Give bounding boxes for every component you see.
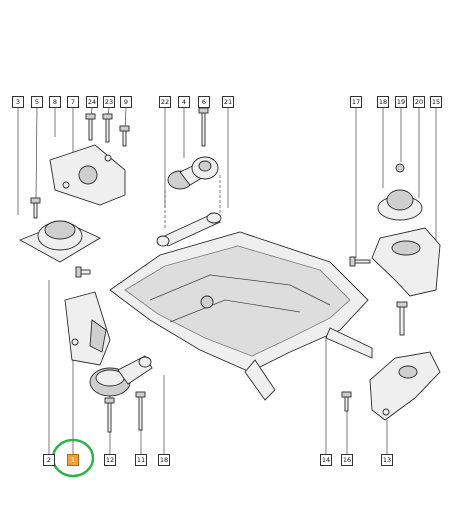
callout-15[interactable]: 15	[430, 96, 442, 108]
bolt-9	[119, 125, 130, 147]
bolt-2	[75, 266, 91, 278]
torque-rod-assembly	[156, 156, 222, 247]
bolt-6	[198, 107, 209, 147]
bolt-12	[104, 397, 115, 433]
upper-left-bracket	[49, 144, 126, 206]
lower-rubber-mount	[89, 355, 153, 397]
bolt-24	[85, 113, 96, 141]
callout-14[interactable]: 14	[320, 454, 332, 466]
bolts	[30, 107, 408, 433]
callout-20[interactable]: 20	[413, 96, 425, 108]
bolt-11	[135, 391, 146, 431]
left-engine-mount	[18, 220, 101, 263]
bolt-23	[102, 113, 113, 143]
callout-21[interactable]: 21	[222, 96, 234, 108]
right-engine-mount	[371, 163, 441, 297]
callout-9[interactable]: 9	[120, 96, 132, 108]
lower-right-bracket	[369, 351, 441, 421]
callout-17[interactable]: 17	[350, 96, 362, 108]
callout-18[interactable]: 18	[377, 96, 389, 108]
bolt-5	[30, 197, 41, 219]
callout-6[interactable]: 6	[198, 96, 210, 108]
subframe	[109, 231, 373, 401]
callout-1[interactable]: 1	[67, 454, 79, 466]
callout-24[interactable]: 24	[86, 96, 98, 108]
callout-19[interactable]: 19	[395, 96, 407, 108]
lower-left-mount	[64, 291, 111, 366]
callout-2[interactable]: 2	[43, 454, 55, 466]
callout-5[interactable]: 5	[31, 96, 43, 108]
callout-4[interactable]: 4	[178, 96, 190, 108]
callout-16[interactable]: 16	[341, 454, 353, 466]
callout-8[interactable]: 8	[49, 96, 61, 108]
callout-12[interactable]: 12	[104, 454, 116, 466]
bolt-17	[349, 256, 371, 267]
callout-11[interactable]: 11	[135, 454, 147, 466]
callout-23[interactable]: 23	[103, 96, 115, 108]
callout-18[interactable]: 18	[158, 454, 170, 466]
bolt-14	[396, 301, 408, 336]
callout-3[interactable]: 3	[12, 96, 24, 108]
leader-5	[35, 107, 38, 199]
bolt-16	[341, 391, 352, 412]
callout-22[interactable]: 22	[159, 96, 171, 108]
callout-7[interactable]: 7	[67, 96, 79, 108]
callout-13[interactable]: 13	[381, 454, 393, 466]
